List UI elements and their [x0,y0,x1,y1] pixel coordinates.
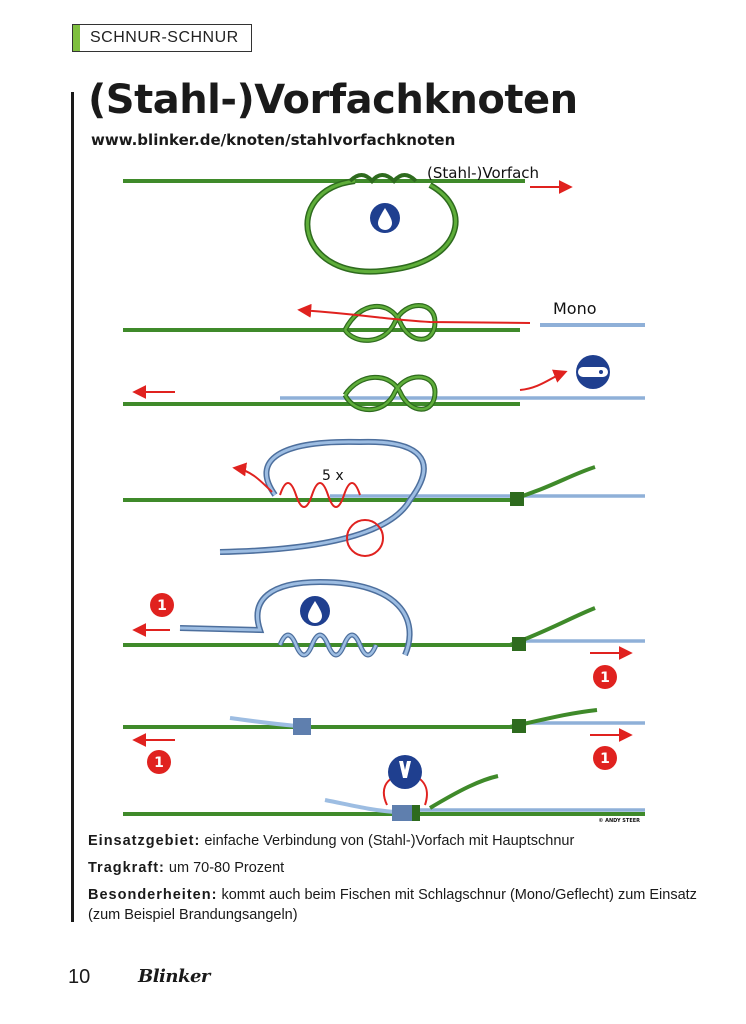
step-4: 5 x [123,438,645,557]
step-7: © ANDY STEER [123,755,645,824]
knot-diagram: (Stahl-)Vorfach Mono 5 x [123,164,645,824]
step-number-badge-left-2 [147,750,171,774]
knot-url: www.blinker.de/knoten/stahlvorfachknoten [91,131,456,149]
svg-text:1: 1 [154,755,164,771]
step-1: (Stahl-)Vorfach [123,164,573,275]
step-number-badge-right [593,665,617,689]
step-number-badge-left [150,593,174,617]
section-tag-accent [73,25,80,51]
label-mono: Mono [553,299,597,318]
vertical-rule [71,92,74,922]
section-tag: SCHNUR-SCHNUR [72,24,252,52]
info-use: Einsatzgebiet: einfache Verbindung von (… [88,831,708,851]
label-turns: 5 x [322,468,344,484]
step-5: 1 1 [123,578,645,689]
info-use-text: einfache Verbindung von (Stahl-)Vorfach … [204,833,575,849]
page-title: (Stahl-)Vorfachknoten [88,77,578,123]
info-use-label: Einsatzgebiet: [88,833,201,849]
brand-logo: Blinker [138,966,210,987]
info-strength: Tragkraft: um 70-80 Prozent [88,858,708,878]
step-6: 1 1 [123,708,645,774]
page-number: 10 [68,966,91,988]
step-3 [123,355,645,413]
section-tag-label: SCHNUR-SCHNUR [90,29,239,46]
svg-text:1: 1 [157,598,167,614]
info-strength-label: Tragkraft: [88,860,165,876]
info-strength-text: um 70-80 Prozent [168,860,285,876]
info-special: Besonderheiten: kommt auch beim Fischen … [88,885,708,925]
svg-text:1: 1 [600,670,610,686]
credit: © ANDY STEER [598,818,640,824]
label-wire: (Stahl-)Vorfach [427,164,539,182]
step-number-badge-right-2 [593,746,617,770]
step-2: Mono [123,299,645,343]
svg-text:1: 1 [600,751,610,767]
info-special-label: Besonderheiten: [88,887,218,903]
info-special-text: kommt auch beim Fischen mit Schlagschnur… [88,887,697,923]
